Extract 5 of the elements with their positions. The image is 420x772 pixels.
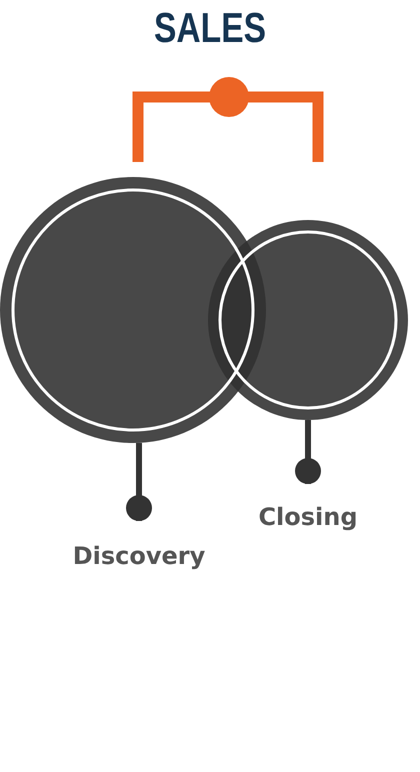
label-text: Discovery [72, 543, 206, 570]
leader-line [126, 442, 152, 521]
leader-line [295, 420, 321, 484]
label-text: Closing [257, 504, 359, 530]
title: SALES [153, 4, 268, 52]
